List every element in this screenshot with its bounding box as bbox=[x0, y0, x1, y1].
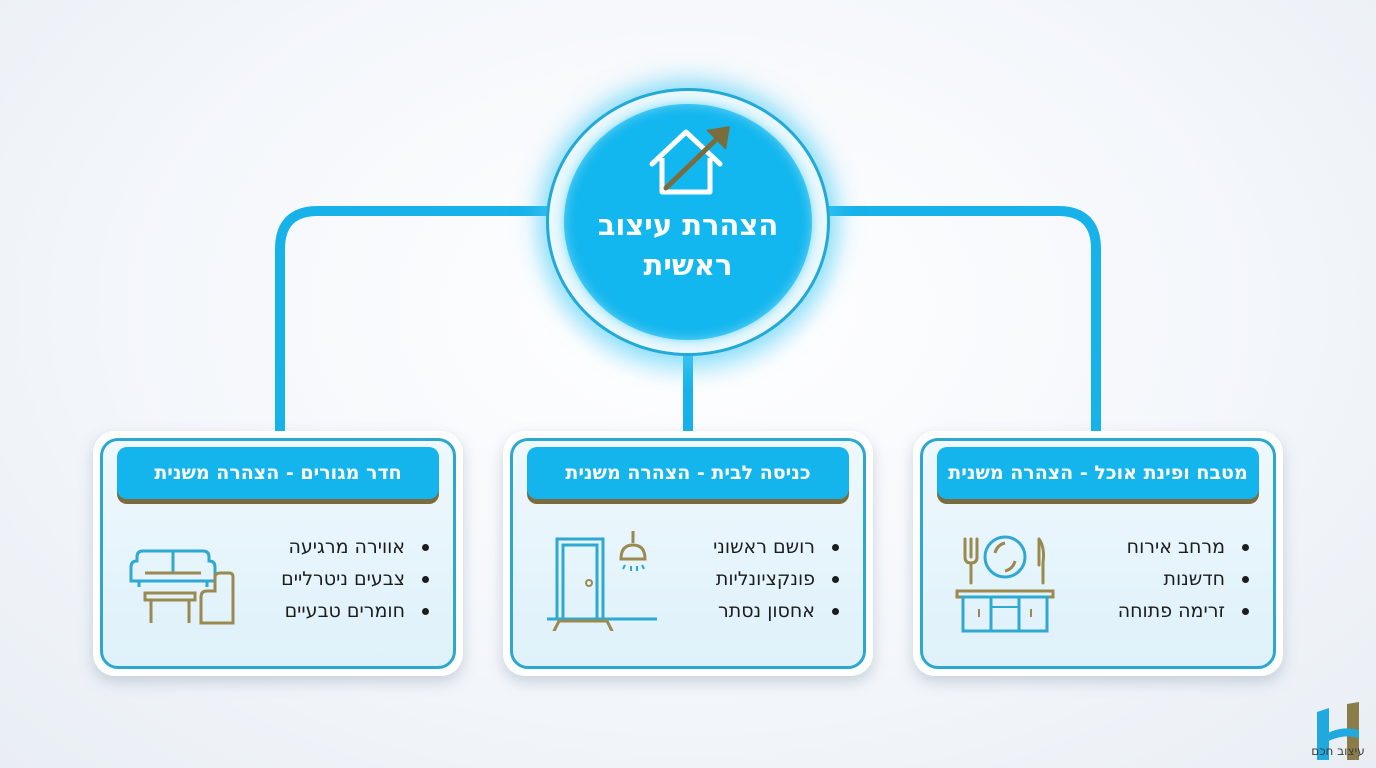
list-item: פונקציונליות bbox=[713, 563, 839, 595]
house-growth-arrow-icon bbox=[649, 126, 730, 195]
card-item-list: מרחב אירוח חדשנות זרימה פתוחה bbox=[1118, 531, 1250, 627]
card-kitchen-dining: מטבח ופינת אוכל - הצהרה משנית מרחב אירוח… bbox=[913, 431, 1283, 676]
smart-design-h-logo-icon bbox=[1317, 702, 1359, 760]
list-item: אחסון נסתר bbox=[713, 595, 839, 627]
kitchen-dining-icon bbox=[955, 535, 1055, 633]
central-node-title: הצהרת עיצוב ראשית bbox=[597, 208, 779, 282]
card-item-list: אווירה מרגיעה צבעים ניטרליים חומרים טבעי… bbox=[281, 531, 429, 627]
list-item: אווירה מרגיעה bbox=[281, 531, 429, 563]
card-header: כניסה לבית - הצהרה משנית bbox=[527, 447, 849, 499]
list-item: צבעים ניטרליים bbox=[281, 563, 429, 595]
list-item: חדשנות bbox=[1118, 563, 1250, 595]
list-item: מרחב אירוח bbox=[1118, 531, 1250, 563]
card-header: מטבח ופינת אוכל - הצהרה משנית bbox=[937, 447, 1259, 499]
list-item: רושם ראשוני bbox=[713, 531, 839, 563]
list-item: זרימה פתוחה bbox=[1118, 595, 1250, 627]
living-room-furniture-icon bbox=[129, 549, 235, 625]
central-node bbox=[564, 104, 812, 340]
card-entrance: כניסה לבית - הצהרה משנית רושם ראשוני פונ… bbox=[503, 431, 873, 676]
list-item: חומרים טבעיים bbox=[281, 595, 429, 627]
entrance-door-lamp-icon bbox=[547, 531, 657, 631]
card-header: חדר מגורים - הצהרה משנית bbox=[117, 447, 439, 499]
logo-text: עיצוב חכם bbox=[1311, 744, 1365, 758]
card-living-room: חדר מגורים - הצהרה משנית אווירה מרגיעה צ… bbox=[93, 431, 463, 676]
card-item-list: רושם ראשוני פונקציונליות אחסון נסתר bbox=[713, 531, 839, 627]
